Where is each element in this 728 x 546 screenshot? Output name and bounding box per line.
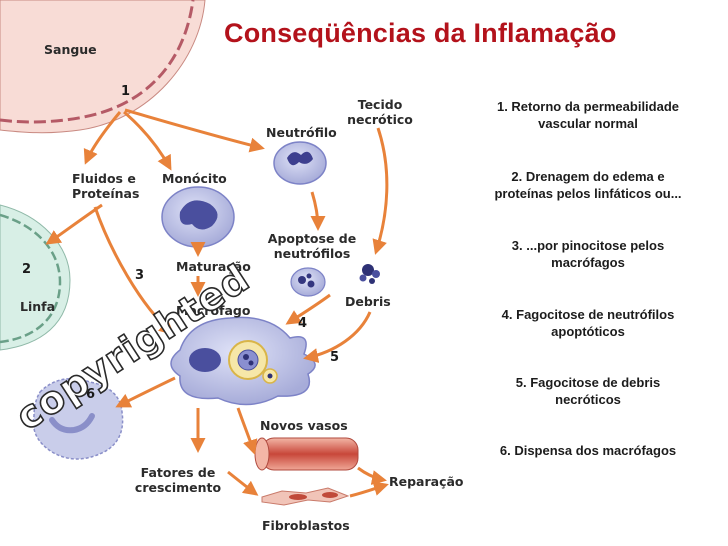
neutrophil-cell	[273, 141, 327, 185]
macrophage-cell	[170, 316, 316, 406]
label-fluidos-line2: Proteínas	[72, 186, 140, 201]
new-vessel	[254, 437, 359, 471]
label-fluidos-line1: Fluidos e	[72, 171, 136, 186]
legend-item-6-line1: 6. Dispensa dos macrófagos	[499, 443, 677, 458]
legend-item-2-line2: proteínas pelos linfáticos ou...	[494, 186, 682, 201]
label-monocito: Monócito	[162, 171, 227, 186]
label-tecido-necrotico: Tecido necrótico	[340, 97, 420, 127]
legend-item-2-line1: 2. Drenagem do edema e	[511, 169, 665, 184]
label-novos-vasos: Novos vasos	[260, 418, 348, 433]
step-number-1: 1	[121, 84, 131, 99]
label-fatores-crescimento: Fatores de crescimento	[130, 465, 226, 495]
label-apoptose-line1: Apoptose de	[267, 231, 357, 246]
legend-item-6: 6. Dispensa dos macrófagos	[480, 442, 696, 459]
legend-item-5-line2: necróticos	[555, 392, 621, 407]
debris-cluster	[359, 264, 380, 284]
step-number-4: 4	[298, 316, 308, 331]
legend-item-2: 2. Drenagem do edema e proteínas pelos l…	[480, 168, 696, 202]
legend-item-1-line1: 1. Retorno da permeabilidade	[496, 99, 680, 114]
step-number-3: 3	[135, 268, 145, 283]
legend-item-1-line2: vascular normal	[538, 116, 638, 131]
label-apoptose-line2: neutrófilos	[273, 246, 351, 261]
step-number-5: 5	[330, 350, 340, 365]
blood-vessel	[0, 0, 206, 134]
lymph-vessel	[0, 204, 71, 351]
label-reparacao: Reparação	[389, 474, 464, 489]
label-neutrofilo: Neutrófilo	[266, 125, 337, 140]
label-sangue: Sangue	[44, 42, 97, 57]
label-tecido-line2: necrótico	[347, 112, 413, 127]
legend-item-3-line2: macrófagos	[551, 255, 625, 270]
legend-item-5-line1: 5. Fagocitose de debris	[515, 375, 661, 390]
label-maturacao: Maturação	[176, 259, 251, 274]
label-tecido-line1: Tecido	[357, 97, 403, 112]
label-macrofago: Macrófago	[176, 303, 251, 318]
label-apoptose: Apoptose de neutrófilos	[262, 231, 362, 261]
flow-arrows	[45, 108, 389, 498]
label-fluidos-proteinas: Fluidos e Proteínas	[72, 171, 139, 201]
label-linfa: Linfa	[20, 299, 56, 314]
legend-item-5: 5. Fagocitose de debris necróticos	[480, 374, 696, 408]
label-fatores-line1: Fatores de	[140, 465, 216, 480]
label-fibroblastos: Fibroblastos	[262, 518, 350, 533]
legend-item-4: 4. Fagocitose de neutrófilos apoptóticos	[480, 306, 696, 340]
step-number-2: 2	[22, 262, 32, 277]
apoptotic-neutrophil-cell	[290, 267, 326, 297]
legend-item-1: 1. Retorno da permeabilidade vascular no…	[480, 98, 696, 132]
legend-item-4-line2: apoptóticos	[551, 324, 625, 339]
fibroblasts	[261, 487, 350, 506]
dispensed-macrophage-cell	[32, 377, 124, 460]
legend-item-4-line1: 4. Fagocitose de neutrófilos	[501, 307, 675, 322]
page-title: Conseqüências da Inflamação	[224, 18, 617, 48]
step-number-6: 6	[86, 387, 96, 402]
monocyte-cell	[161, 186, 235, 248]
legend-item-3-line1: 3. ...por pinocitose pelos	[511, 238, 665, 253]
label-fatores-line2: crescimento	[134, 480, 222, 495]
label-debris: Debris	[345, 294, 391, 309]
legend-item-3: 3. ...por pinocitose pelos macrófagos	[480, 237, 696, 271]
